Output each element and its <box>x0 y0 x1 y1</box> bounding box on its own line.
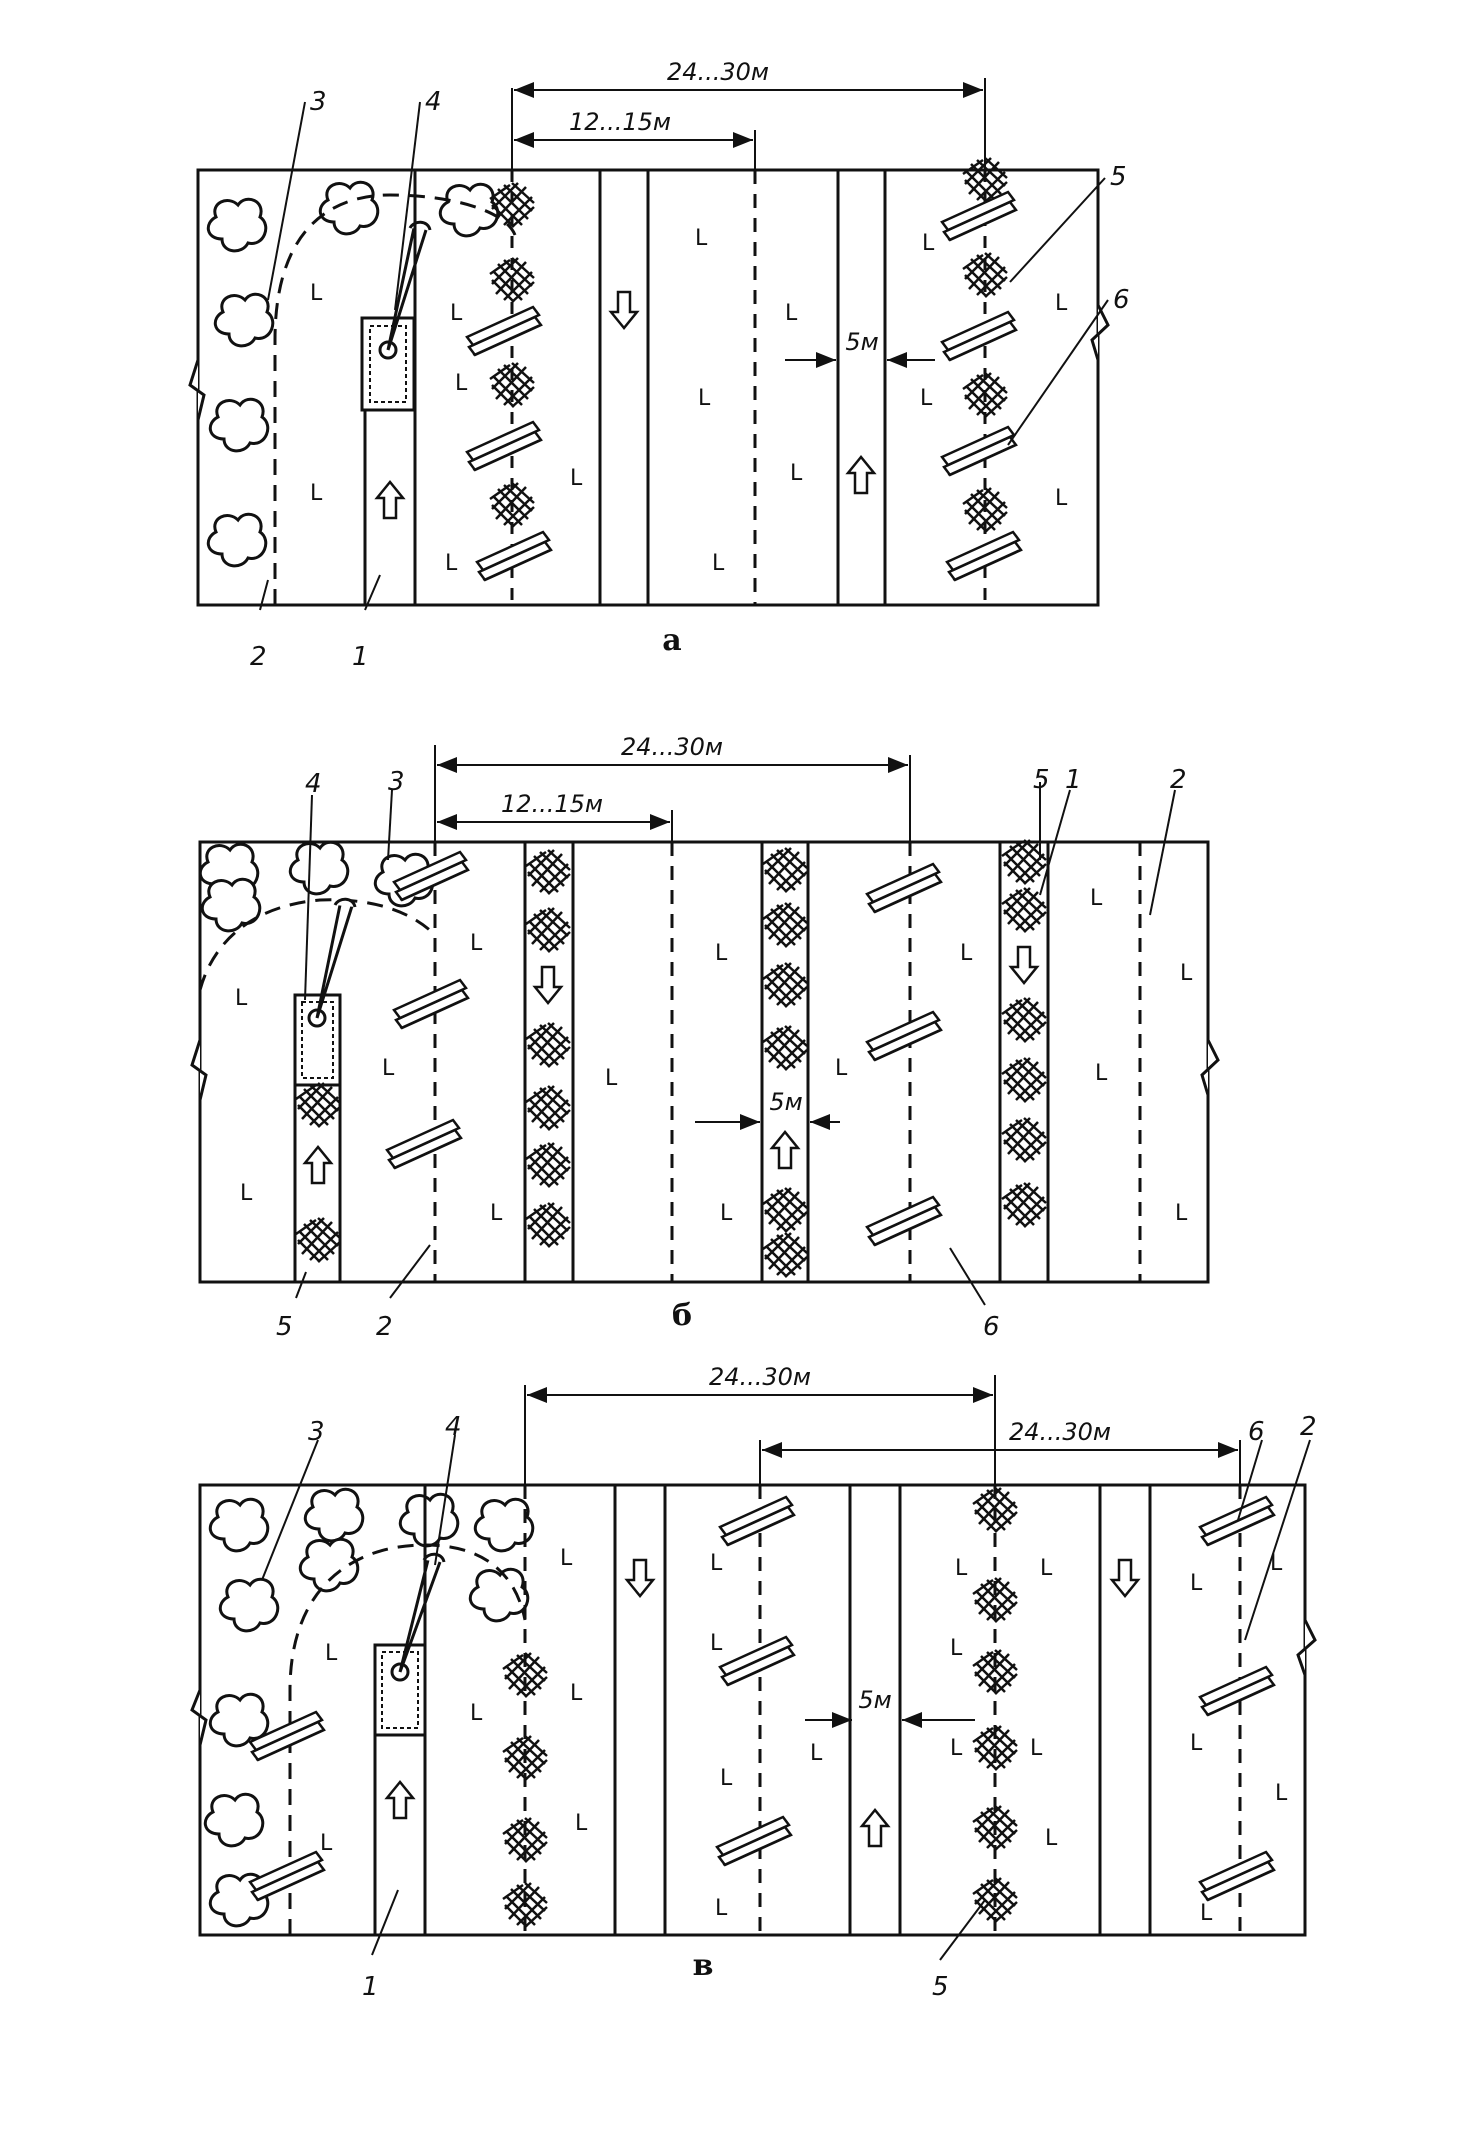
ore-marker: L <box>960 941 973 966</box>
loader-machine <box>293 897 357 1087</box>
ore-marker: L <box>605 1066 618 1091</box>
ore-marker: L <box>698 386 711 411</box>
ore-marker: L <box>715 941 728 966</box>
label-3: 3 <box>308 1417 325 1447</box>
label-5: 5 <box>1110 162 1127 192</box>
ore-marker: L <box>310 481 323 506</box>
ore-marker: L <box>455 371 468 396</box>
label-1: 1 <box>362 1972 379 2002</box>
dim-5m: 5м <box>858 1686 891 1714</box>
ore-marker: L <box>1045 1826 1058 1851</box>
ore-marker: L <box>1190 1731 1203 1756</box>
label-2: 2 <box>1300 1412 1317 1442</box>
dim-24-30-second: 24...30м <box>1009 1418 1111 1446</box>
caving-arc <box>273 193 517 605</box>
ore-marker: L <box>1200 1901 1213 1926</box>
haulage-drift <box>373 1733 427 1937</box>
ore-marker: L <box>240 1181 253 1206</box>
caption-b: б <box>672 1298 692 1333</box>
dim-24-30: 24...30м <box>667 58 769 86</box>
ore-marker: L <box>1095 1061 1108 1086</box>
ore-marker: L <box>1270 1551 1283 1576</box>
ore-marker: L <box>950 1636 963 1661</box>
break-mark <box>1090 304 1110 361</box>
ore-marker: L <box>1040 1556 1053 1581</box>
ore-marker: L <box>835 1056 848 1081</box>
ore-marker: L <box>785 301 798 326</box>
label-5b: 5 <box>276 1312 293 1342</box>
ore-marker: L <box>1090 886 1103 911</box>
ore-marker: L <box>445 551 458 576</box>
ore-marker: L <box>1180 961 1193 986</box>
label-2: 2 <box>1170 765 1187 795</box>
ore-marker: L <box>1030 1736 1043 1761</box>
dim-5m: 5м <box>845 328 878 356</box>
ore-marker: L <box>560 1546 573 1571</box>
caption-a: а <box>662 623 681 658</box>
ore-marker: L <box>470 931 483 956</box>
ore-marker: L <box>720 1201 733 1226</box>
panel-c-frame <box>198 1483 1307 1937</box>
ore-marker: L <box>490 1201 503 1226</box>
ore-marker: L <box>922 231 935 256</box>
label-5: 5 <box>932 1972 949 2002</box>
label-5: 5 <box>1033 765 1050 795</box>
ore-marker: L <box>695 226 708 251</box>
dim-12-15: 12...15м <box>501 790 603 818</box>
ore-marker: L <box>1055 486 1068 511</box>
dim-5m: 5м <box>769 1088 802 1116</box>
label-3: 3 <box>310 87 327 117</box>
ore-marker: L <box>570 466 583 491</box>
ore-marker: L <box>570 1681 583 1706</box>
ore-markers: L L L L L L L L L L L L L L <box>235 886 1193 1226</box>
ore-marker: L <box>720 1766 733 1791</box>
panel-b: 24...30м 12...15м 5м 4 3 5 1 2 5 2 6 б L… <box>190 733 1220 1342</box>
dim-24-30: 24...30м <box>621 733 723 761</box>
ore-marker: L <box>950 1736 963 1761</box>
break-mark <box>188 359 206 421</box>
ore-marker: L <box>715 1896 728 1921</box>
ore-markers: L L L L L L L L L L L L L L L <box>310 226 1068 576</box>
label-6: 6 <box>1113 285 1130 315</box>
ore-marker: L <box>382 1056 395 1081</box>
label-1: 1 <box>1065 765 1082 795</box>
dim-24-30: 24...30м <box>709 1363 811 1391</box>
label-4: 4 <box>305 769 322 799</box>
ore-marker: L <box>710 1631 723 1656</box>
label-6: 6 <box>1248 1417 1265 1447</box>
ore-marker: L <box>1175 1201 1188 1226</box>
ore-marker: L <box>450 301 463 326</box>
label-1: 1 <box>352 642 369 672</box>
ore-marker: L <box>310 281 323 306</box>
ore-marker: L <box>920 386 933 411</box>
ore-markers: L L L L L L L L L L L L L L L L L L L L … <box>320 1546 1288 1926</box>
ore-marker: L <box>325 1641 338 1666</box>
ore-marker: L <box>790 461 803 486</box>
ore-marker: L <box>810 1741 823 1766</box>
panel-a: 24...30м 12...15м 5м 3 4 5 6 2 1 а L L L… <box>188 58 1130 672</box>
label-6: 6 <box>983 1312 1000 1342</box>
ore-marker: L <box>712 551 725 576</box>
label-4: 4 <box>445 1412 462 1442</box>
label-2b: 2 <box>376 1312 393 1342</box>
ore-marker: L <box>470 1701 483 1726</box>
ore-marker: L <box>320 1831 333 1856</box>
dim-12-15: 12...15м <box>569 108 671 136</box>
ore-marker: L <box>1275 1781 1288 1806</box>
ore-marker: L <box>235 986 248 1011</box>
caption-c: в <box>693 1948 714 1983</box>
label-2: 2 <box>250 642 267 672</box>
ore-marker: L <box>955 1556 968 1581</box>
ore-marker: L <box>575 1811 588 1836</box>
ore-marker: L <box>1055 291 1068 316</box>
ore-marker: L <box>1190 1571 1203 1596</box>
label-3: 3 <box>388 767 405 797</box>
ore-marker: L <box>710 1551 723 1576</box>
label-4: 4 <box>425 87 442 117</box>
panel-c: 24...30м 24...30м 5м 3 4 6 2 1 5 в L L L… <box>190 1363 1317 2002</box>
